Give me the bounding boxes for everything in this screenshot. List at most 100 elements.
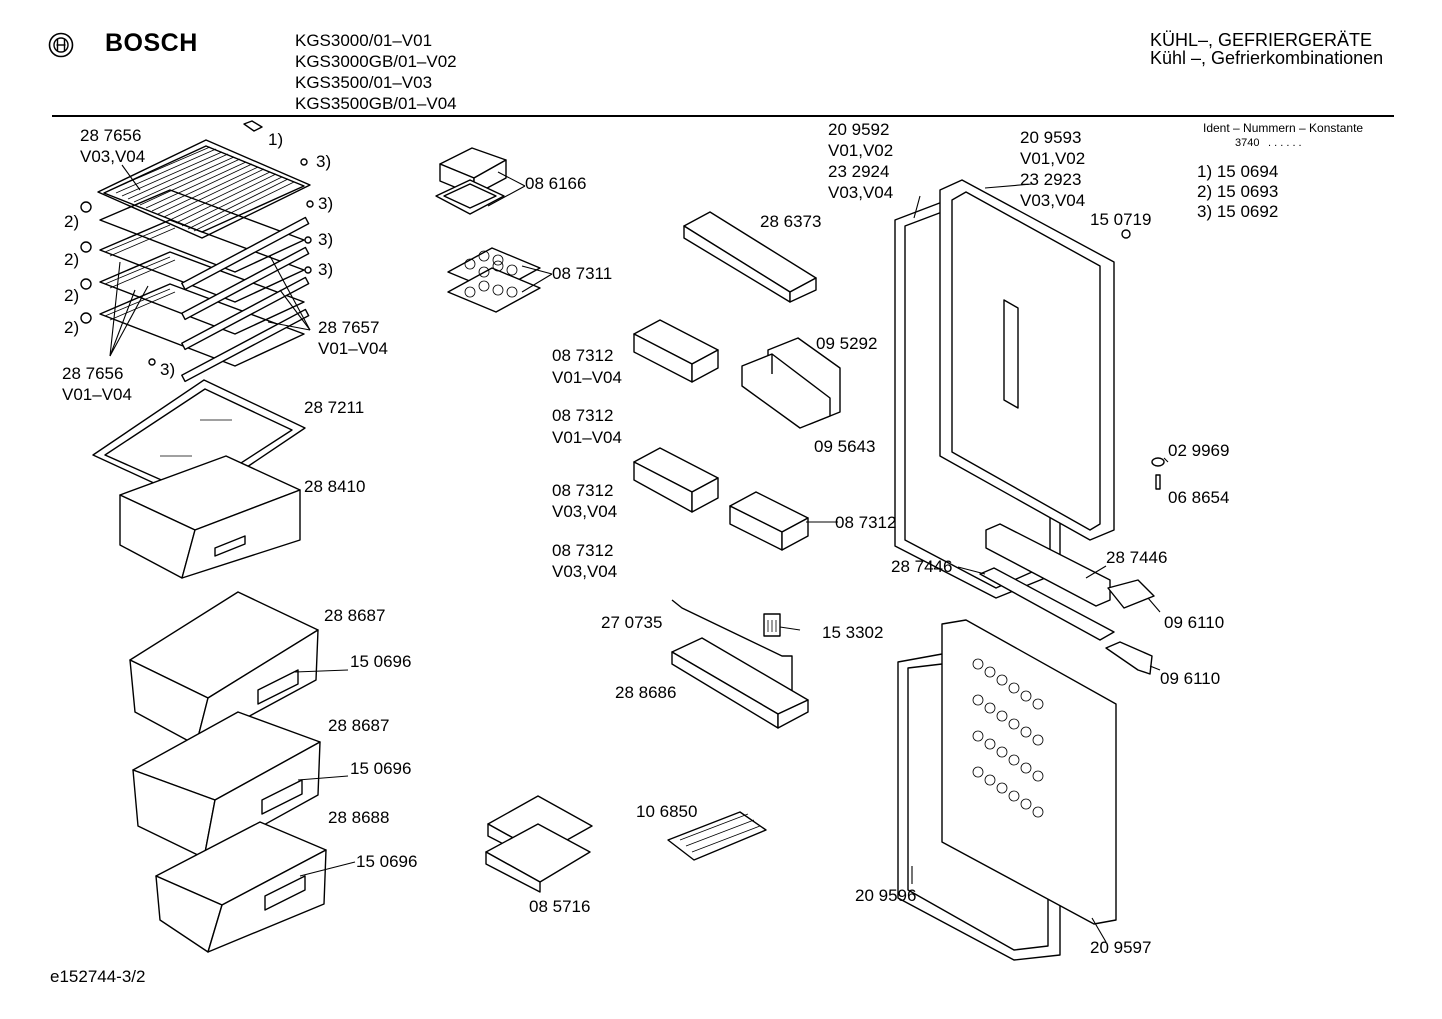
brand-name: BOSCH bbox=[105, 29, 198, 57]
ident-code: 3740 bbox=[1235, 137, 1260, 149]
callout-209596: 20 9596 bbox=[855, 886, 917, 905]
note-ref-3: 3) bbox=[318, 230, 334, 249]
egg-tray-part bbox=[447, 247, 541, 313]
callout-096110: 09 6110 bbox=[1164, 613, 1225, 632]
callout-150696: 15 0696 bbox=[350, 652, 412, 671]
callout-087312: 08 7312 bbox=[835, 513, 897, 532]
leader-lines bbox=[109, 164, 1169, 943]
ice-cube-tray-part bbox=[667, 811, 767, 861]
callout-106850: 10 6850 bbox=[636, 802, 698, 821]
ident-entry: 3) 15 0692 bbox=[1197, 202, 1279, 221]
model-number: KGS3000/01–V01 bbox=[295, 31, 433, 50]
callout-068654: 06 8654 bbox=[1168, 488, 1230, 507]
note-ref-3: 3) bbox=[318, 260, 334, 279]
callout-209592: 20 9592 bbox=[828, 120, 890, 139]
callout-variant: V01–V04 bbox=[62, 385, 132, 404]
callout-287657: 28 7657 bbox=[318, 318, 380, 337]
callout-variant: V01–V04 bbox=[552, 368, 622, 387]
callout-209597: 20 9597 bbox=[1090, 938, 1152, 957]
callout-085716: 08 5716 bbox=[529, 897, 591, 916]
door-bin-a bbox=[633, 319, 719, 383]
callout-087312: 08 7312 bbox=[552, 481, 614, 500]
callout-209593: 20 9593 bbox=[1020, 128, 1082, 147]
ice-pack-part bbox=[485, 795, 593, 893]
callout-287446: 28 7446 bbox=[1106, 548, 1168, 567]
door-bin-c bbox=[729, 491, 809, 551]
vegetable-drawer-1 bbox=[129, 591, 319, 746]
note-ref-2: 2) bbox=[64, 318, 80, 337]
model-number: KGS3500/01–V03 bbox=[295, 73, 433, 92]
callout-variant: V01–V04 bbox=[318, 339, 388, 358]
note-ref-3: 3) bbox=[160, 360, 176, 379]
callout-232923: 23 2923 bbox=[1020, 170, 1082, 189]
callout-095292: 09 5292 bbox=[816, 334, 878, 353]
callout-029969: 02 9969 bbox=[1168, 441, 1230, 460]
vegetable-drawer-3 bbox=[155, 821, 327, 953]
upper-door-panel bbox=[939, 179, 1115, 541]
callout-variant: V03,V04 bbox=[1020, 191, 1086, 210]
cap-part bbox=[1121, 229, 1131, 239]
ident-title: Ident – Nummern – Konstante bbox=[1203, 121, 1364, 135]
note-ref-2: 2) bbox=[64, 250, 80, 269]
callout-086166: 08 6166 bbox=[525, 174, 587, 193]
callout-288687: 28 8687 bbox=[324, 606, 386, 625]
callout-287446: 28 7446 bbox=[891, 557, 953, 576]
note-ref-2: 2) bbox=[64, 286, 80, 305]
callout-087312: 08 7312 bbox=[552, 406, 614, 425]
callout-288688: 28 8688 bbox=[328, 808, 390, 827]
ident-entry: 1) 15 0694 bbox=[1197, 162, 1279, 181]
ident-entry: 2) 15 0693 bbox=[1197, 182, 1279, 201]
wire-shelves-stack bbox=[80, 158, 314, 383]
callout-287656: 28 7656 bbox=[80, 126, 142, 145]
callout-variant: V03,V04 bbox=[80, 147, 146, 166]
hinge-plate-part bbox=[979, 523, 1155, 675]
callout-288410: 28 8410 bbox=[304, 477, 366, 496]
bosch-logo-icon bbox=[48, 32, 74, 58]
callout-288686: 28 8686 bbox=[615, 683, 677, 702]
callout-288687: 28 8687 bbox=[328, 716, 390, 735]
note-ref-1: 1) bbox=[268, 130, 284, 149]
callout-095643: 09 5643 bbox=[814, 437, 876, 456]
callout-variant: V01,V02 bbox=[1020, 149, 1086, 168]
callout-variant: V03,V04 bbox=[828, 183, 894, 202]
callout-096110: 09 6110 bbox=[1160, 669, 1221, 688]
ident-dots: . . . . . . bbox=[1268, 137, 1302, 149]
callout-variant: V01–V04 bbox=[552, 428, 622, 447]
note-ref-3: 3) bbox=[318, 194, 334, 213]
callout-287656: 28 7656 bbox=[62, 364, 124, 383]
callout-270735: 27 0735 bbox=[601, 613, 663, 632]
callout-variant: V03,V04 bbox=[552, 562, 618, 581]
model-number: KGS3500GB/01–V04 bbox=[295, 94, 457, 113]
lower-door-panel bbox=[941, 619, 1117, 925]
note-ref-3: 3) bbox=[316, 152, 332, 171]
callout-150719: 15 0719 bbox=[1090, 210, 1152, 229]
clip-part bbox=[763, 613, 781, 637]
wire-shelf-top bbox=[97, 120, 311, 239]
callout-150696: 15 0696 bbox=[350, 759, 412, 778]
callout-287211: 28 7211 bbox=[304, 398, 365, 417]
callout-286373: 28 6373 bbox=[760, 212, 822, 231]
callout-150696: 15 0696 bbox=[356, 852, 418, 871]
ice-tray-part bbox=[435, 147, 507, 215]
drawing-id: e152744-3/2 bbox=[50, 967, 146, 986]
door-shelf-upper bbox=[683, 211, 817, 303]
door-bin-b bbox=[633, 447, 719, 513]
vegetable-drawer-2 bbox=[132, 711, 321, 859]
door-shelf-lower bbox=[671, 599, 809, 729]
category-subtitle: Kühl –, Gefrierkombinationen bbox=[1150, 48, 1384, 68]
callout-087312: 08 7312 bbox=[552, 541, 614, 560]
callout-232924: 23 2924 bbox=[828, 162, 890, 181]
category-title: KÜHL–, GEFRIERGERÄTE bbox=[1150, 30, 1373, 50]
header-divider bbox=[52, 115, 1394, 117]
callout-087311: 08 7311 bbox=[552, 264, 613, 283]
screw-parts bbox=[1151, 457, 1165, 490]
callout-variant: V03,V04 bbox=[552, 502, 618, 521]
callout-153302: 15 3302 bbox=[822, 623, 884, 642]
bottle-holder-part bbox=[741, 337, 841, 429]
callout-variant: V01,V02 bbox=[828, 141, 894, 160]
note-ref-2: 2) bbox=[64, 212, 80, 231]
callout-087312: 08 7312 bbox=[552, 346, 614, 365]
model-number: KGS3000GB/01–V02 bbox=[295, 52, 457, 71]
crisper-cover-drawer bbox=[119, 455, 301, 579]
